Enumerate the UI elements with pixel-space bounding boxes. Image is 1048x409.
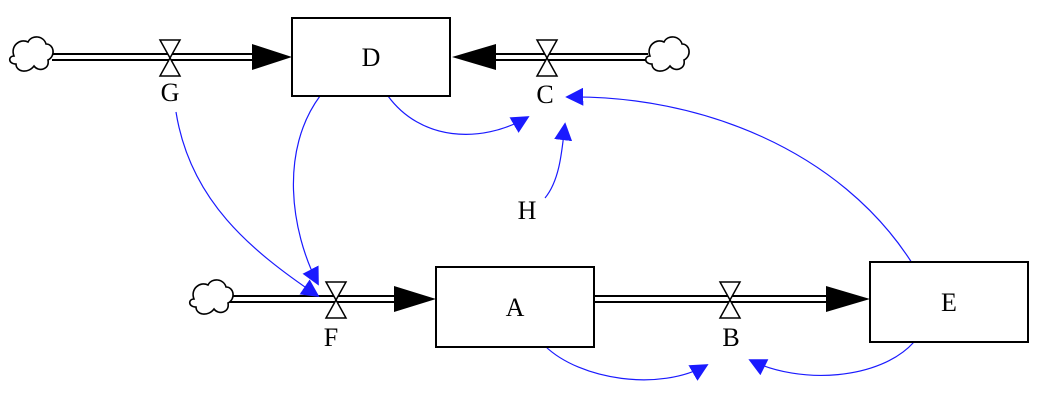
cloud-icon [188,279,234,315]
flow-pipe-b [595,286,870,312]
stock-label: A [506,293,525,322]
flow-label-b: B [722,323,739,352]
stock-a[interactable]: A [435,266,595,348]
aux-label-h: H [518,196,537,225]
causal-link-h-to-c [544,122,573,199]
valve-icon [718,281,742,319]
stock-label: D [362,43,381,72]
valve-icon [158,39,182,77]
causal-link-e-to-c [565,87,913,264]
flow-label-g: G [161,78,180,107]
flow-pipe-g [52,44,292,70]
cloud-icon [644,36,690,72]
stock-label: E [941,288,957,317]
flow-label-f: F [324,323,338,352]
valve-icon [324,281,348,319]
causal-link-d-to-f [292,95,321,286]
valve-icon [535,39,559,77]
cloud-icon [8,36,54,72]
stock-d[interactable]: D [291,17,451,97]
stock-e[interactable]: E [869,261,1029,343]
causal-links [175,87,915,381]
causal-link-e-to-b [748,341,915,376]
flow-pipe-c [452,44,648,70]
causal-link-d-to-c [387,95,530,135]
causal-link-a-to-b [544,345,709,381]
flow-label-c: C [536,80,553,109]
causal-link-g-to-f [175,111,320,298]
